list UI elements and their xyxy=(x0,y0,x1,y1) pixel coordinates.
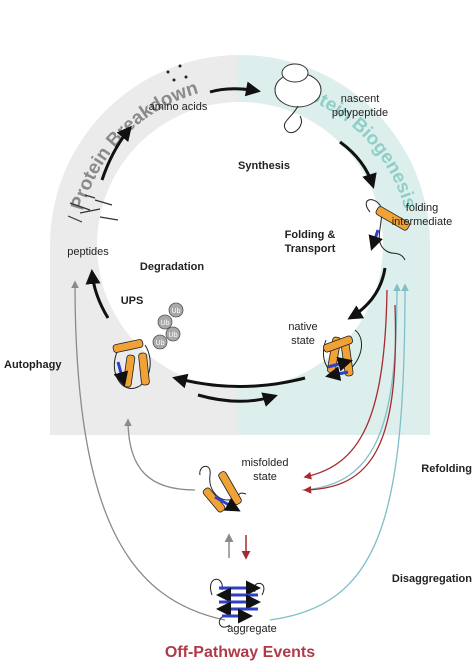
off-pathway-arrows xyxy=(71,280,409,621)
off-pathway-title: Off-Pathway Events xyxy=(165,644,315,661)
refolding-label: Refolding xyxy=(421,463,472,475)
arrow-ups-to-peptides xyxy=(85,269,110,319)
folding-intermediate-label-2: intermediate xyxy=(392,216,453,228)
misfolded-label-1: misfolded xyxy=(241,457,288,469)
ups-substrate-icon xyxy=(112,339,151,389)
ups-label: UPS xyxy=(121,295,144,307)
arrow-peptides-to-aminoacids xyxy=(100,125,132,181)
misfolded-to-breakdown-arrow xyxy=(124,418,196,491)
autophagy-arrow xyxy=(71,280,226,621)
folding-transport-label-2: Transport xyxy=(285,243,336,255)
degradation-label: Degradation xyxy=(140,261,204,273)
nascent-label-1: nascent xyxy=(341,93,380,105)
amino-acids-icon xyxy=(166,64,188,82)
arrow-folding-to-native xyxy=(347,267,387,320)
misfolded-state-icon xyxy=(199,465,247,513)
misfolding-arrow-2 xyxy=(303,304,397,494)
autophagy-label: Autophagy xyxy=(4,359,62,371)
cycle-arrows xyxy=(85,81,387,407)
native-state-icon xyxy=(322,329,363,382)
nascent-label-2: polypeptide xyxy=(332,107,388,119)
aggregate-label: aggregate xyxy=(227,623,277,635)
disaggregation-label: Disaggregation xyxy=(392,573,472,585)
folding-intermediate-label-1: folding xyxy=(406,202,438,214)
native-state-label-2: state xyxy=(291,335,315,347)
ub-label-1: Ub xyxy=(172,308,181,315)
ubiquitin-chain: Ub Ub Ub Ub xyxy=(152,302,184,350)
disaggregation-arrow xyxy=(269,283,409,621)
amino-acids-label: amino acids xyxy=(149,101,208,113)
misfolded-label-2: state xyxy=(253,471,277,483)
ribosome-icon xyxy=(274,63,322,134)
arrow-nascent-to-folding xyxy=(339,140,377,189)
synthesis-label: Synthesis xyxy=(238,160,290,172)
folding-transport-label-1: Folding & xyxy=(285,229,336,241)
arrow-to-native xyxy=(197,392,278,407)
ub-label-2: Ub xyxy=(161,320,170,327)
folding-intermediate-icon xyxy=(365,199,410,261)
misfolding-arrow-1 xyxy=(303,289,388,480)
ub-label-4: Ub xyxy=(156,340,165,347)
peptides-icon xyxy=(67,194,119,223)
arrow-native-to-ups xyxy=(172,373,306,389)
native-state-label-1: native xyxy=(288,321,317,333)
aggregate-icon xyxy=(210,578,265,628)
arrow-aminoacids-to-nascent xyxy=(209,81,261,97)
ub-label-3: Ub xyxy=(169,332,178,339)
peptides-label: peptides xyxy=(67,246,109,258)
